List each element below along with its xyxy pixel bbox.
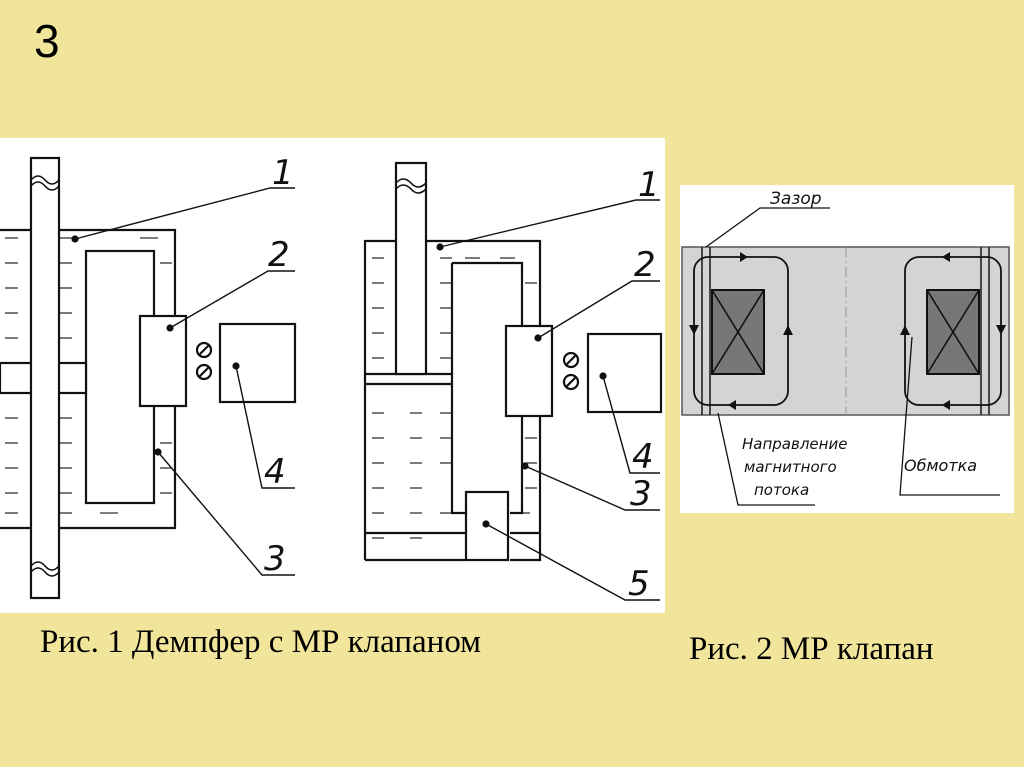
damper-diagrams: 1 2 3 4 1 2 3 4 5 xyxy=(0,153,663,604)
damper-a xyxy=(0,156,297,600)
label-flux-2: магнитного xyxy=(744,458,837,476)
damper-b xyxy=(363,161,663,601)
control-unit-b xyxy=(586,332,663,414)
control-unit-a xyxy=(218,322,297,404)
label-flux-1: Направление xyxy=(742,435,847,453)
figure-2-panel: Зазор Направление магнитного потока Обмо… xyxy=(680,185,1014,513)
label-winding: Обмотка xyxy=(904,456,977,475)
callout-b-3: 3 xyxy=(630,474,652,514)
callout-a-3: 3 xyxy=(264,539,286,579)
winding-right xyxy=(926,289,980,375)
figure-2-caption: Рис. 2 МР клапан xyxy=(689,631,934,667)
fluid-hatching-a xyxy=(5,237,172,514)
callout-b-5: 5 xyxy=(628,564,650,604)
mr-valve-diagram: Зазор Направление магнитного потока Обмо… xyxy=(681,189,1010,506)
label-gap: Зазор xyxy=(770,189,822,209)
callout-b-2: 2 xyxy=(634,245,656,285)
callout-a-1: 1 xyxy=(272,153,294,193)
label-flux-3: потока xyxy=(754,481,809,499)
fig2-leaders xyxy=(705,207,1000,506)
slide-number: 3 xyxy=(34,15,60,67)
piston-rod-b xyxy=(394,161,428,376)
callout-a-2: 2 xyxy=(268,235,290,275)
callout-b-1: 1 xyxy=(638,165,660,205)
callout-b-4: 4 xyxy=(632,437,654,477)
callout-a-4: 4 xyxy=(264,452,286,492)
valve-a xyxy=(138,314,188,408)
figure-1-caption: Рис. 1 Демпфер с МР клапаном xyxy=(40,624,482,660)
inner-chamber-b xyxy=(450,261,524,515)
leaders-b xyxy=(439,199,660,601)
flux-arrows xyxy=(689,252,1006,410)
figure-1-panel: 1 2 3 4 1 2 3 4 5 xyxy=(0,138,665,613)
leaders-a xyxy=(74,187,295,576)
valve-b xyxy=(504,324,554,418)
piston-rod-a xyxy=(29,156,61,600)
gap-slots xyxy=(701,247,990,415)
winding-left xyxy=(711,289,765,375)
